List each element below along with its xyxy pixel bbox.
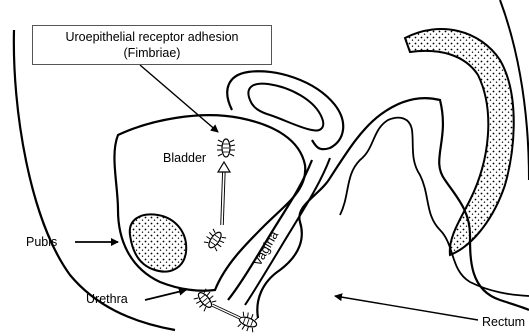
rectum-arrow [335,296,478,320]
callout-line-1: Uroepithelial receptor adhesion [33,29,271,45]
rectum-label: Rectum [482,316,525,329]
urethra-label: Urethra [86,293,128,306]
urethra-arrow [145,290,186,300]
bladder-label: Bladder [163,152,206,165]
callout-line-2: (Fimbriae) [33,45,271,61]
bacterium-perineum [236,310,259,333]
sacrum-bone [405,29,514,255]
pubis-label: Pubis [26,236,57,249]
perineal-path-arrow-core [212,305,240,318]
fimbriae-callout-box: Uroepithelial receptor adhesion (Fimbria… [32,25,272,65]
